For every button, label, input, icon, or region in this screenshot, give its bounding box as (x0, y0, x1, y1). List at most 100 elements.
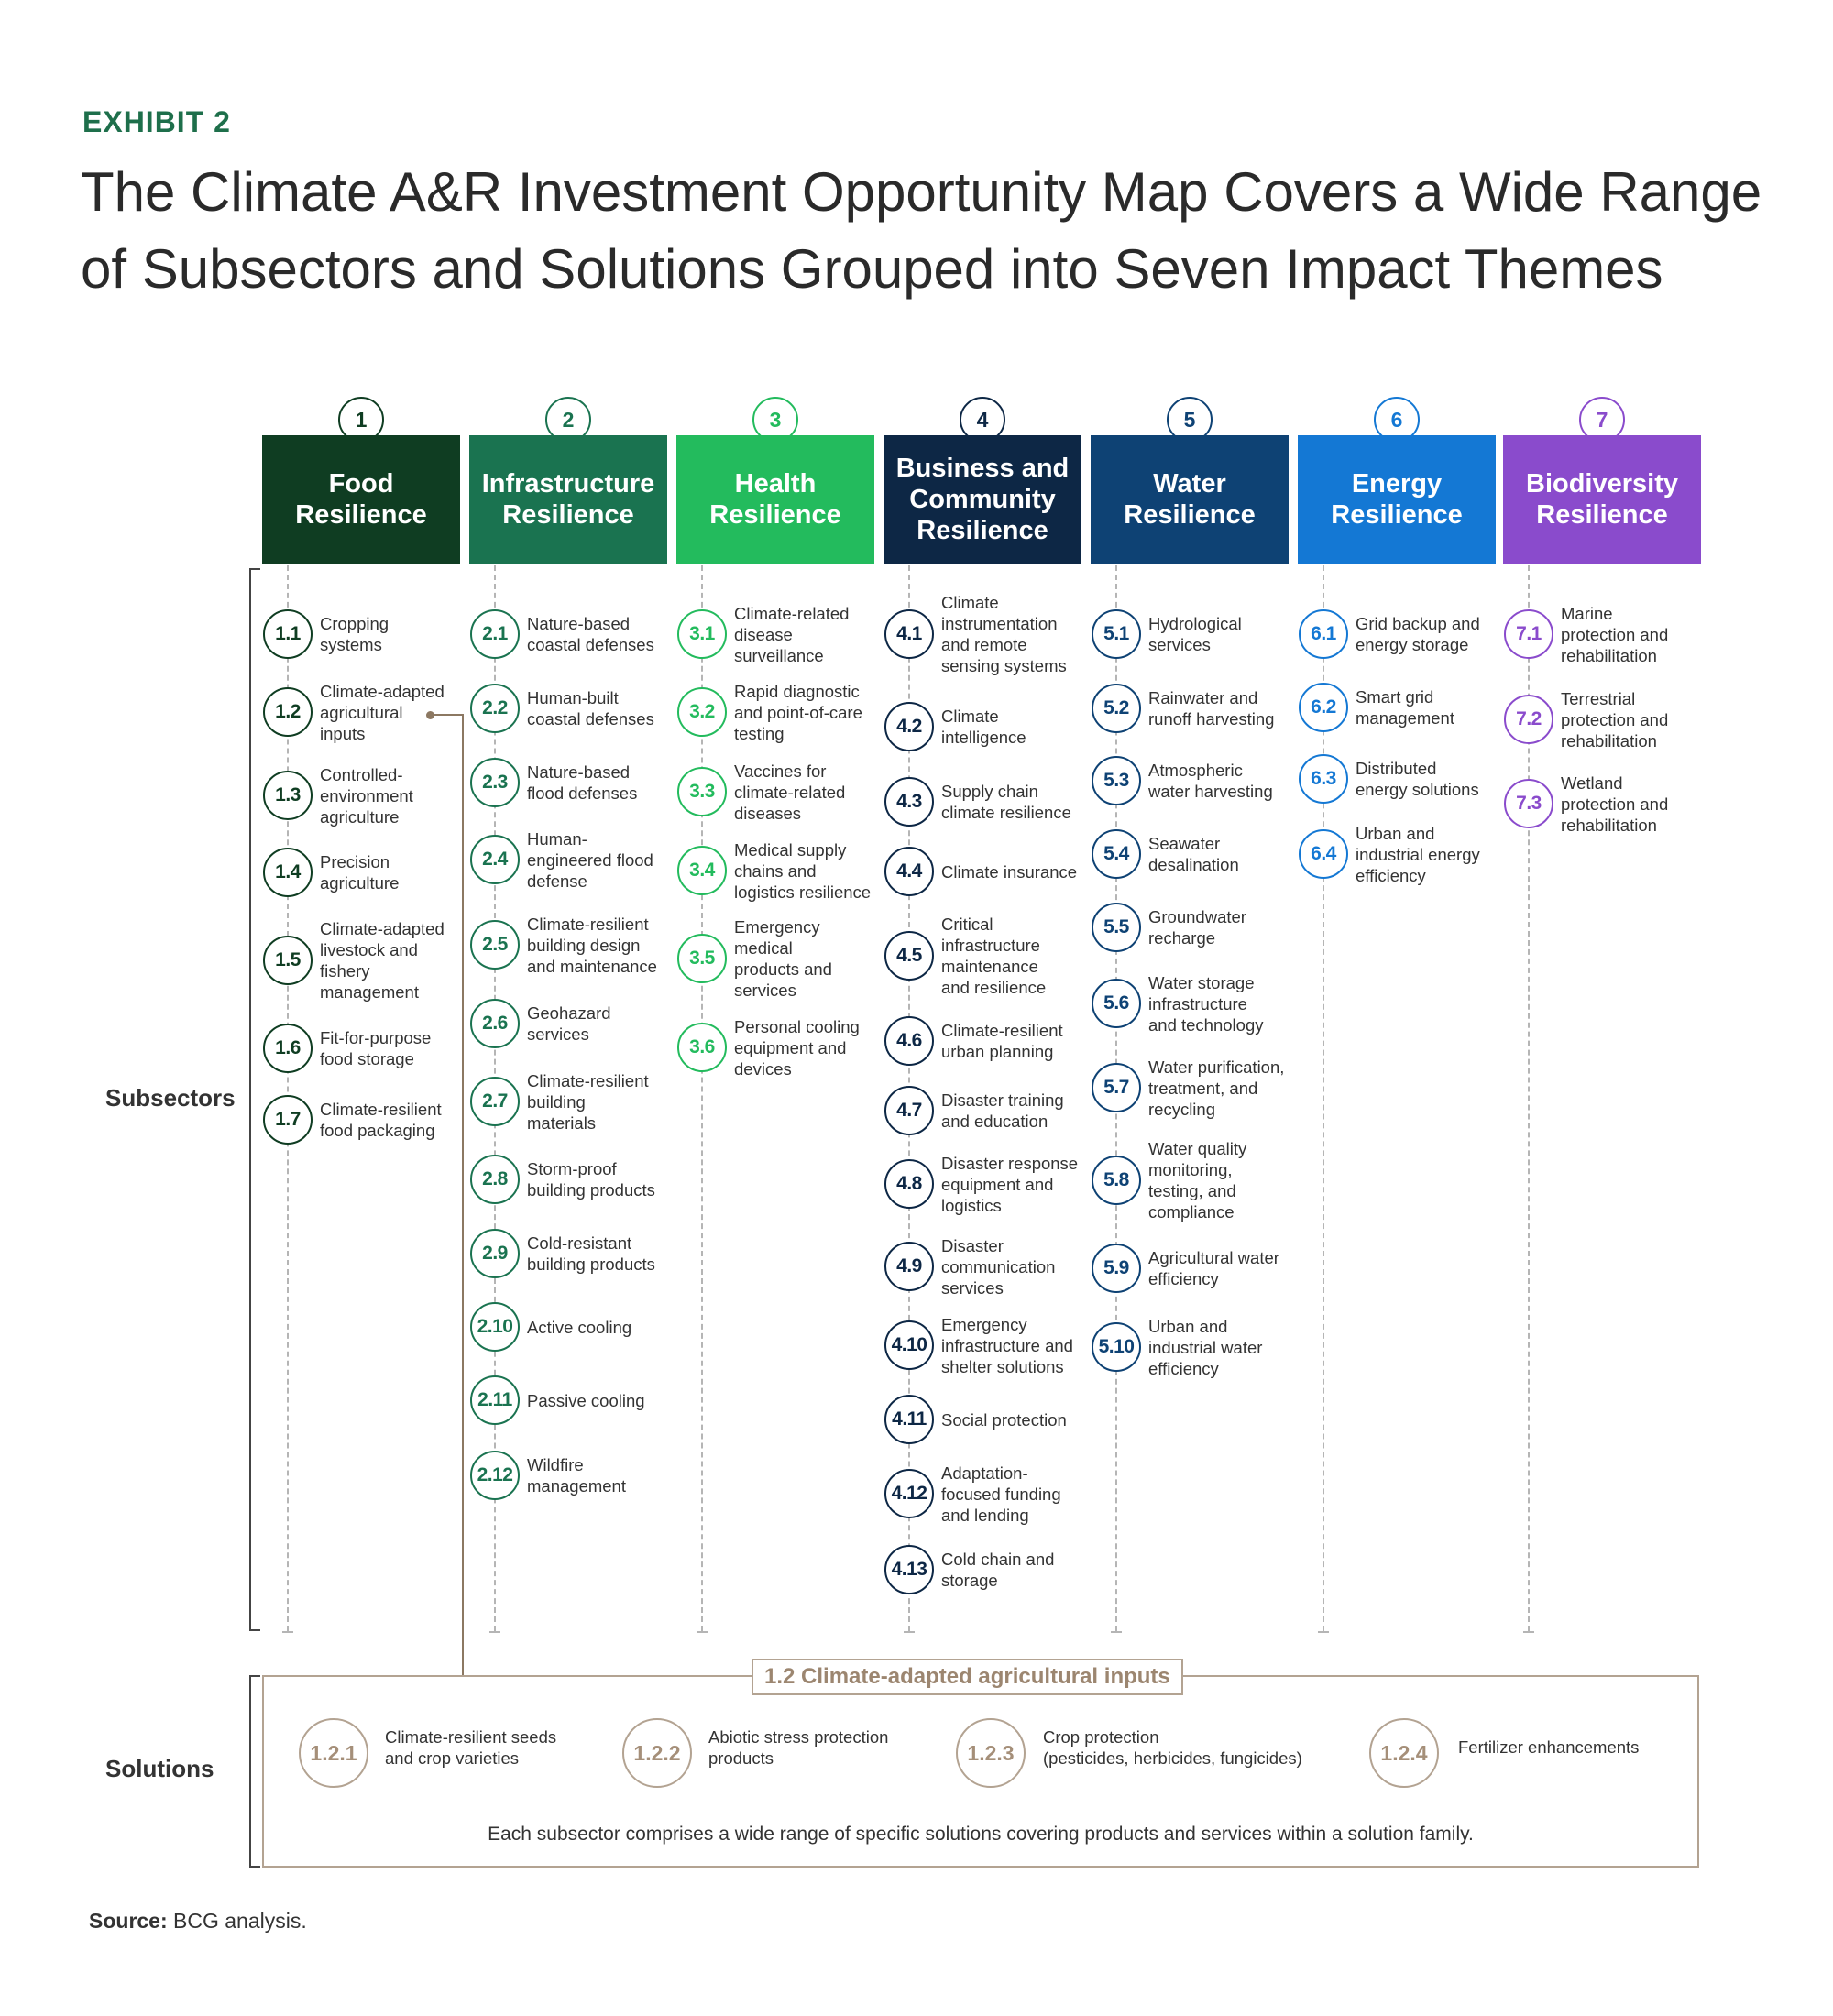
subsector-id[interactable]: 5.1 (1092, 609, 1141, 659)
subsector-label: Cropping systems (320, 614, 390, 654)
subsector-id[interactable]: 5.2 (1092, 684, 1141, 733)
subsector-id[interactable]: 3.5 (677, 934, 727, 983)
connector-dot (426, 711, 434, 719)
subsector-id[interactable]: 4.3 (884, 777, 934, 827)
subsector-label: Climate-resilient building materials (527, 1070, 649, 1133)
subsector-id[interactable]: 6.2 (1299, 683, 1348, 732)
subsector-label: Human-built coastal defenses (527, 688, 654, 729)
subsector-id[interactable]: 2.12 (470, 1451, 520, 1500)
subsector-id[interactable]: 2.1 (470, 609, 520, 659)
subsector-label: Personal cooling equipment and devices (734, 1016, 860, 1079)
subsector-id[interactable]: 6.4 (1299, 829, 1348, 879)
theme-guide-cap (489, 1631, 500, 1633)
theme-guide-cap (904, 1631, 915, 1633)
subsector-id[interactable]: 2.11 (470, 1375, 520, 1425)
subsector-id[interactable]: 3.4 (677, 846, 727, 895)
connector-line-h (431, 714, 464, 716)
subsector-label: Disaster training and education (941, 1090, 1064, 1131)
subsector-id[interactable]: 1.4 (263, 848, 313, 897)
theme-header: Infrastructure Resilience (469, 435, 667, 564)
theme-number: 7 (1579, 397, 1625, 443)
subsector-id[interactable]: 5.8 (1092, 1156, 1141, 1205)
subsector-id[interactable]: 3.1 (677, 609, 727, 659)
theme-header: Health Resilience (676, 435, 874, 564)
subsector-label: Passive cooling (527, 1390, 645, 1410)
subsector-id[interactable]: 4.6 (884, 1016, 934, 1066)
subsector-id[interactable]: 5.7 (1092, 1063, 1141, 1112)
subsector-label: Wildfire management (527, 1455, 626, 1496)
subsector-id[interactable]: 3.2 (677, 687, 727, 737)
subsector-label: Water storage infrastructure and technol… (1148, 972, 1264, 1035)
subsector-id[interactable]: 1.1 (263, 609, 313, 659)
subsector-id[interactable]: 1.2 (263, 687, 313, 737)
subsector-id[interactable]: 3.6 (677, 1023, 727, 1072)
theme-guide-cap (697, 1631, 708, 1633)
subsector-id[interactable]: 6.3 (1299, 754, 1348, 804)
subsector-label: Vaccines for climate-related diseases (734, 761, 846, 823)
subsector-id[interactable]: 2.8 (470, 1155, 520, 1204)
subsector-id[interactable]: 4.11 (884, 1395, 934, 1444)
subsector-id[interactable]: 1.3 (263, 771, 313, 820)
theme-guide-cap (1523, 1631, 1534, 1633)
subsector-id[interactable]: 6.1 (1299, 609, 1348, 659)
subsector-id[interactable]: 5.4 (1092, 829, 1141, 879)
subsector-id[interactable]: 2.6 (470, 999, 520, 1048)
subsector-id[interactable]: 1.7 (263, 1095, 313, 1145)
theme-guide-line (1528, 565, 1530, 1631)
subsector-id[interactable]: 2.4 (470, 835, 520, 884)
exhibit-label: EXHIBIT 2 (82, 105, 231, 138)
subsector-label: Active cooling (527, 1317, 632, 1337)
subsector-label: Climate instrumentation and remote sensi… (941, 593, 1067, 675)
subsector-id[interactable]: 4.7 (884, 1086, 934, 1135)
theme-header: Food Resilience (262, 435, 460, 564)
theme-guide-cap (1318, 1631, 1329, 1633)
subsector-label: Human- engineered flood defense (527, 828, 653, 891)
subsector-id[interactable]: 7.1 (1504, 609, 1553, 659)
subsector-label: Climate-resilient building design and ma… (527, 914, 657, 976)
solution-id: 1.2.4 (1369, 1718, 1439, 1788)
subsector-label: Adaptation- focused funding and lending (941, 1463, 1061, 1525)
subsector-id[interactable]: 2.2 (470, 684, 520, 733)
subsector-id[interactable]: 4.12 (884, 1469, 934, 1518)
subsector-label: Nature-based flood defenses (527, 762, 638, 803)
source-label: Source: (89, 1909, 168, 1933)
subsector-id[interactable]: 2.10 (470, 1302, 520, 1352)
subsector-id[interactable]: 5.10 (1092, 1322, 1141, 1372)
subsector-id[interactable]: 4.9 (884, 1242, 934, 1291)
subsector-id[interactable]: 4.8 (884, 1159, 934, 1209)
subsector-id[interactable]: 4.4 (884, 847, 934, 896)
subsector-id[interactable]: 4.1 (884, 609, 934, 659)
subsector-id[interactable]: 1.6 (263, 1024, 313, 1073)
solution-label: Abiotic stress protection products (708, 1727, 889, 1768)
subsector-label: Climate intelligence (941, 707, 1026, 747)
theme-guide-line (701, 565, 703, 1631)
subsector-label: Agricultural water efficiency (1148, 1248, 1279, 1288)
subsector-label: Hydrological services (1148, 614, 1242, 654)
subsector-id[interactable]: 2.7 (470, 1077, 520, 1126)
subsector-id[interactable]: 4.2 (884, 702, 934, 751)
subsector-id[interactable]: 5.9 (1092, 1244, 1141, 1293)
subsector-label: Atmospheric water harvesting (1148, 761, 1273, 801)
solution-id: 1.2.2 (622, 1718, 692, 1788)
solutions-bracket (249, 1675, 260, 1868)
subsector-id[interactable]: 5.5 (1092, 903, 1141, 952)
solution-label: Crop protection (pesticides, herbicides,… (1043, 1727, 1302, 1768)
subsector-id[interactable]: 2.5 (470, 920, 520, 970)
subsector-id[interactable]: 2.3 (470, 758, 520, 807)
subsector-label: Cold-resistant building products (527, 1233, 655, 1274)
subsector-label: Climate-resilient food packaging (320, 1100, 442, 1140)
subsector-id[interactable]: 7.2 (1504, 695, 1553, 744)
theme-number: 3 (752, 397, 798, 443)
subsector-label: Distributed energy solutions (1356, 759, 1479, 799)
subsector-id[interactable]: 4.13 (884, 1545, 934, 1594)
subsector-id[interactable]: 7.3 (1504, 779, 1553, 828)
subsector-id[interactable]: 5.3 (1092, 756, 1141, 805)
subsector-id[interactable]: 4.5 (884, 931, 934, 981)
subsector-id[interactable]: 5.6 (1092, 979, 1141, 1028)
subsector-label: Medical supply chains and logistics resi… (734, 839, 872, 902)
subsector-id[interactable]: 4.10 (884, 1320, 934, 1370)
subsector-id[interactable]: 3.3 (677, 767, 727, 816)
subsector-label: Climate-related disease surveillance (734, 603, 850, 665)
subsector-id[interactable]: 1.5 (263, 936, 313, 985)
subsector-id[interactable]: 2.9 (470, 1229, 520, 1278)
